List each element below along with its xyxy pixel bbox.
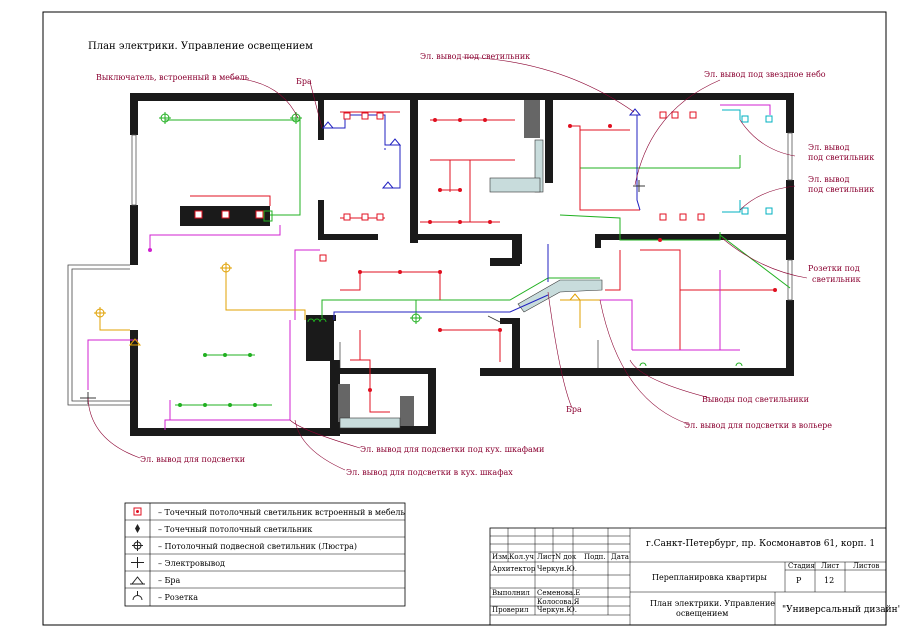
stamp-company: "Универсальный дизайн" — [782, 605, 900, 615]
legend-text-4: – Бра — [158, 576, 181, 585]
balcony — [67, 264, 130, 406]
stamp-col-kol: Кол.уч — [509, 553, 534, 561]
stamp-col-izm: Изм. — [492, 553, 510, 561]
ann-outputs-lamps: Выводы под светильники — [702, 395, 809, 404]
fixtures — [80, 108, 777, 407]
glass-partitions — [339, 139, 603, 429]
ann-sockets-b: светильник — [812, 275, 861, 284]
wiring-red — [190, 111, 775, 413]
title-block: г.Санкт-Петербург, пр. Космонавтов 61, к… — [489, 527, 900, 626]
stamp-role-architect: Архитектор — [492, 565, 536, 573]
stamp-col-list: Лист — [537, 553, 555, 561]
stamp-name-architect: Черкун.Ю. — [537, 565, 577, 573]
stamp-sheet: 12 — [824, 576, 834, 585]
walls — [130, 93, 794, 436]
ceiling-spot-icon — [135, 524, 140, 533]
ann-lamp-output-r1-b: под светильник — [808, 153, 874, 162]
wiring-magenta — [87, 104, 771, 430]
stamp-col-ndoc: N док — [555, 553, 577, 561]
stamp-sheet-h: Лист — [821, 562, 839, 570]
chandelier-icon — [132, 540, 143, 551]
wall-lamp-icon — [130, 576, 145, 585]
stamp-name-done-2: Колосова.Я — [537, 598, 580, 606]
plan-title: План электрики. Управление освещением — [88, 41, 313, 52]
stamp-col-date: Дата — [611, 553, 629, 561]
stamp-stage: Р — [796, 576, 802, 585]
wiring-green — [165, 118, 791, 406]
wiring-blue — [330, 114, 641, 320]
ann-lamp-output-r1-a: Эл. вывод — [808, 143, 849, 152]
ann-sockets-a: Розетки под — [808, 264, 860, 273]
stamp-drawing-a: План электрики. Управление — [650, 599, 775, 608]
stamp-role-checked: Проверил — [492, 606, 529, 614]
door-swings — [339, 315, 599, 368]
socket-icon — [132, 591, 143, 601]
ann-kitchen-in: Эл. вывод для подсветки в кух. шкафах — [346, 468, 513, 477]
ann-lamp-output-r2-a: Эл. вывод — [808, 175, 849, 184]
ann-lamp-output-r2-b: под светильник — [808, 185, 874, 194]
sheet-frame — [42, 11, 887, 626]
stamp-sheets-h: Листов — [853, 562, 880, 570]
stamp-name-done-1: Семенова.Е — [537, 589, 580, 597]
legend: – Точечный потолочный светильник встроен… — [124, 502, 405, 607]
electric-output-icon — [131, 557, 144, 568]
wiring-cyan — [722, 109, 741, 213]
ann-bra-bottom: Бра — [566, 405, 582, 414]
stamp-role-done: Выполнил — [492, 589, 530, 597]
stamp-col-sign: Подп. — [584, 553, 606, 561]
ann-aviary: Эл. вывод для подсветки в вольере — [684, 421, 832, 430]
wiring-yellow — [99, 268, 600, 331]
ann-backlight: Эл. вывод для подсветки — [140, 455, 245, 464]
ann-bra-top: Бра — [296, 77, 312, 86]
legend-text-1: – Точечный потолочный светильник — [158, 525, 312, 534]
ann-star-sky: Эл. вывод под звездное небо — [704, 70, 826, 79]
legend-text-2: – Потолочный подвесной светильник (Люстр… — [158, 542, 357, 551]
stamp-name-checked: Черкун.Ю. — [537, 606, 577, 614]
annotation-leaders — [87, 56, 808, 471]
ann-kitchen-under: Эл. вывод для подсветки под кух. шкафами — [360, 445, 544, 454]
stamp-stage-h: Стадия — [788, 562, 815, 570]
recessed-spot-icon — [133, 507, 142, 516]
legend-text-0: – Точечный потолочный светильник встроен… — [158, 508, 405, 517]
ann-switch-builtin: Выключатель, встроенный в мебель — [96, 73, 250, 82]
stamp-drawing-b: освещением — [676, 609, 728, 618]
annotations: Выключатель, встроенный в мебель Бра Эл.… — [96, 52, 874, 477]
ann-lamp-output-top: Эл. вывод под светильник — [420, 52, 530, 61]
stamp-address: г.Санкт-Петербург, пр. Космонавтов 61, к… — [646, 538, 875, 549]
stamp-project: Перепланировка квартиры — [652, 573, 767, 582]
legend-text-3: – Электровывод — [158, 559, 225, 568]
legend-text-5: – Розетка — [158, 593, 198, 602]
